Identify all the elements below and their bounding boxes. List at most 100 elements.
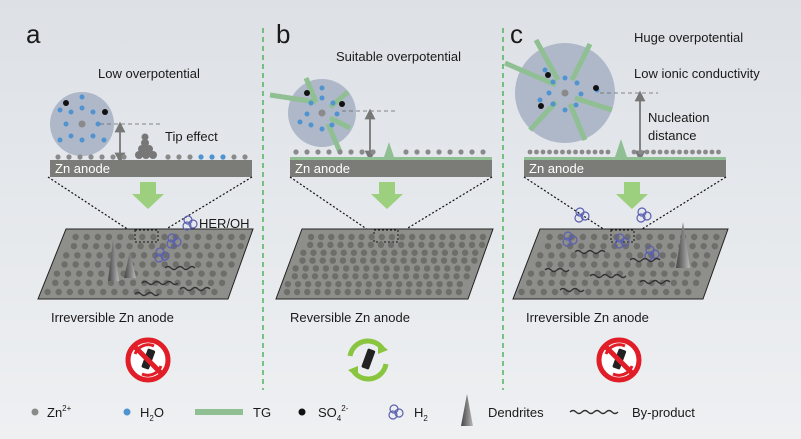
particle [568, 261, 576, 268]
anode-label: Zn anode [55, 161, 110, 176]
particle [423, 273, 430, 280]
particle [668, 261, 676, 268]
particle [315, 149, 321, 155]
particle [445, 288, 453, 296]
particle [635, 233, 642, 241]
particle [615, 279, 622, 287]
particle [304, 149, 310, 155]
particle [139, 261, 146, 268]
particle [382, 273, 389, 280]
particle [657, 261, 665, 268]
particle [75, 270, 83, 277]
particle [646, 261, 654, 268]
particle [443, 273, 450, 280]
particle [129, 279, 137, 287]
down-arrow-icon [616, 182, 648, 209]
particle [359, 257, 367, 264]
particle [66, 288, 74, 296]
zn-ion-icon [31, 408, 39, 416]
particle [716, 149, 721, 155]
particle [66, 154, 72, 160]
water-icon [123, 408, 131, 416]
particle [293, 288, 301, 296]
particle [425, 149, 431, 155]
particle [52, 279, 59, 287]
particle [218, 279, 226, 287]
particle [458, 241, 466, 249]
particle [391, 249, 398, 256]
particle [364, 288, 372, 296]
particle [696, 149, 702, 155]
particle [439, 233, 446, 241]
particle [436, 149, 442, 155]
dendrite-icon [108, 240, 119, 281]
particle [401, 249, 408, 256]
particle [702, 261, 709, 268]
particle [306, 241, 314, 249]
sulfate-ion [545, 72, 551, 78]
particle [237, 242, 244, 250]
particle [358, 233, 365, 241]
particle [110, 154, 116, 160]
particle [116, 261, 124, 268]
particle [92, 242, 100, 250]
particle [640, 288, 648, 296]
particle [377, 241, 385, 249]
particle [400, 257, 407, 264]
particle [127, 233, 135, 241]
particle [518, 288, 525, 296]
particle [685, 288, 692, 296]
zn-ion [78, 120, 86, 128]
particle [590, 233, 598, 241]
water-ring [57, 94, 107, 143]
particle [421, 249, 428, 256]
particle [713, 233, 720, 241]
particle [711, 242, 718, 250]
tg-molecule-icon [504, 38, 613, 141]
particle [314, 288, 321, 296]
down-arrow-icon [371, 182, 403, 209]
particle [193, 242, 200, 250]
particle [349, 257, 357, 264]
particle [589, 242, 596, 250]
particle [342, 265, 350, 272]
particle [63, 279, 70, 287]
particle [385, 280, 393, 288]
particle [74, 279, 81, 287]
particle [302, 265, 309, 272]
particle [527, 270, 535, 277]
particle [161, 261, 168, 268]
particle [596, 288, 603, 296]
particle [662, 288, 670, 296]
particle [661, 270, 668, 277]
particle [317, 241, 324, 249]
particle [690, 149, 695, 155]
particle [397, 241, 405, 249]
particle [77, 288, 85, 296]
particle [702, 233, 709, 241]
particle [99, 288, 107, 296]
particle [624, 261, 631, 268]
caption: Irreversible Zn anode [51, 310, 174, 325]
particle [161, 233, 168, 241]
legend-dendrites: Dendrites [488, 405, 544, 420]
particle [229, 252, 237, 259]
particle [165, 154, 171, 160]
byproduct-icon [134, 265, 211, 297]
tg-layer [290, 157, 492, 160]
particle [338, 233, 345, 241]
particle [426, 280, 433, 288]
particle [340, 249, 347, 256]
zn-anode-bar [524, 160, 726, 177]
particle [629, 288, 637, 296]
particle [140, 252, 148, 259]
particle [537, 252, 544, 259]
particle [436, 280, 443, 288]
sulfate-ion [538, 103, 544, 109]
particle [209, 154, 215, 160]
particle [370, 249, 378, 256]
particle [83, 261, 91, 268]
particle [411, 249, 418, 256]
particle [94, 261, 102, 268]
particle [555, 242, 563, 250]
